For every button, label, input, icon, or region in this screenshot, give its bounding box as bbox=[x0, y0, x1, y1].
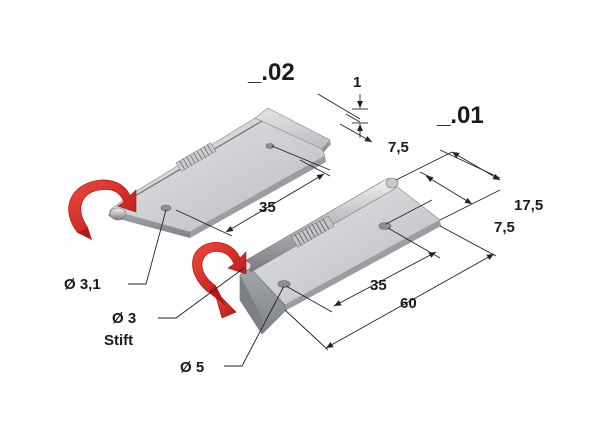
dim-hole-offset-01-label: 7,5 bbox=[494, 219, 515, 236]
code-label-02: _.02 bbox=[247, 59, 295, 86]
dim-width-01-label: 17,5 bbox=[514, 197, 543, 214]
hinge-02-hole-back bbox=[265, 143, 275, 149]
code-label-01: _.01 bbox=[436, 102, 484, 129]
hinge-01-hole-back bbox=[378, 222, 392, 230]
rotation-arrow-icon bbox=[68, 179, 137, 240]
dim-thickness-label: 1 bbox=[353, 74, 361, 91]
dim-length-02-label: 35 bbox=[259, 199, 276, 216]
dim-hole-offset-02-label: 7,5 bbox=[388, 139, 409, 156]
dim-hole-span-01-label: 35 bbox=[370, 277, 387, 294]
hinge-01-vertical-leaf-face bbox=[240, 275, 262, 334]
callout-pin-word: Stift bbox=[104, 332, 133, 349]
hinge-01-hole-front bbox=[277, 280, 291, 288]
hinge-02-leaf-edge bbox=[108, 210, 190, 238]
dim-length-01-label: 60 bbox=[400, 295, 417, 312]
hinge-02-back-leaf-edge bbox=[322, 140, 331, 153]
dimension-lines bbox=[175, 93, 501, 351]
callout-pin-dia: Ø 3 bbox=[112, 310, 136, 327]
callout-hole-01: Ø 5 bbox=[180, 359, 204, 376]
hinge-02 bbox=[108, 107, 331, 238]
callout-hole-02: Ø 3,1 bbox=[64, 276, 101, 293]
hinge-02-knuckle-end bbox=[109, 207, 127, 221]
hinge-02-spring bbox=[175, 142, 217, 172]
callout-leaders bbox=[128, 209, 285, 367]
rotation-arrow-icon bbox=[192, 242, 247, 319]
